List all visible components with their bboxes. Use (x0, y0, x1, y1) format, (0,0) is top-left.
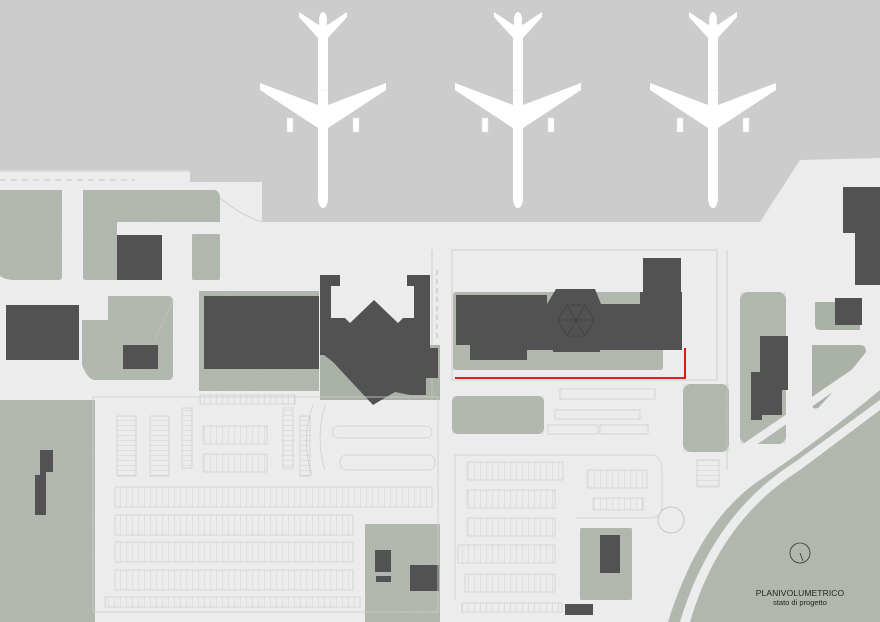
apron (0, 0, 880, 222)
drawing-title: PLANIVOLUMETRICO (755, 588, 845, 598)
road-outlines (154, 197, 728, 470)
drawing-subtitle: stato di progetto (773, 598, 827, 607)
building-nw (117, 235, 162, 280)
terminal-west (320, 275, 438, 405)
hexagon-atrium (557, 304, 595, 337)
roundabout (657, 506, 685, 534)
building-west (6, 305, 79, 360)
red-boundary-line (455, 348, 686, 379)
north-arrow-icon (789, 542, 811, 564)
parking-area (92, 388, 720, 613)
drawing-legend: PLANIVOLUMETRICO stato di progetto (740, 588, 860, 608)
building-hangar (204, 296, 314, 369)
